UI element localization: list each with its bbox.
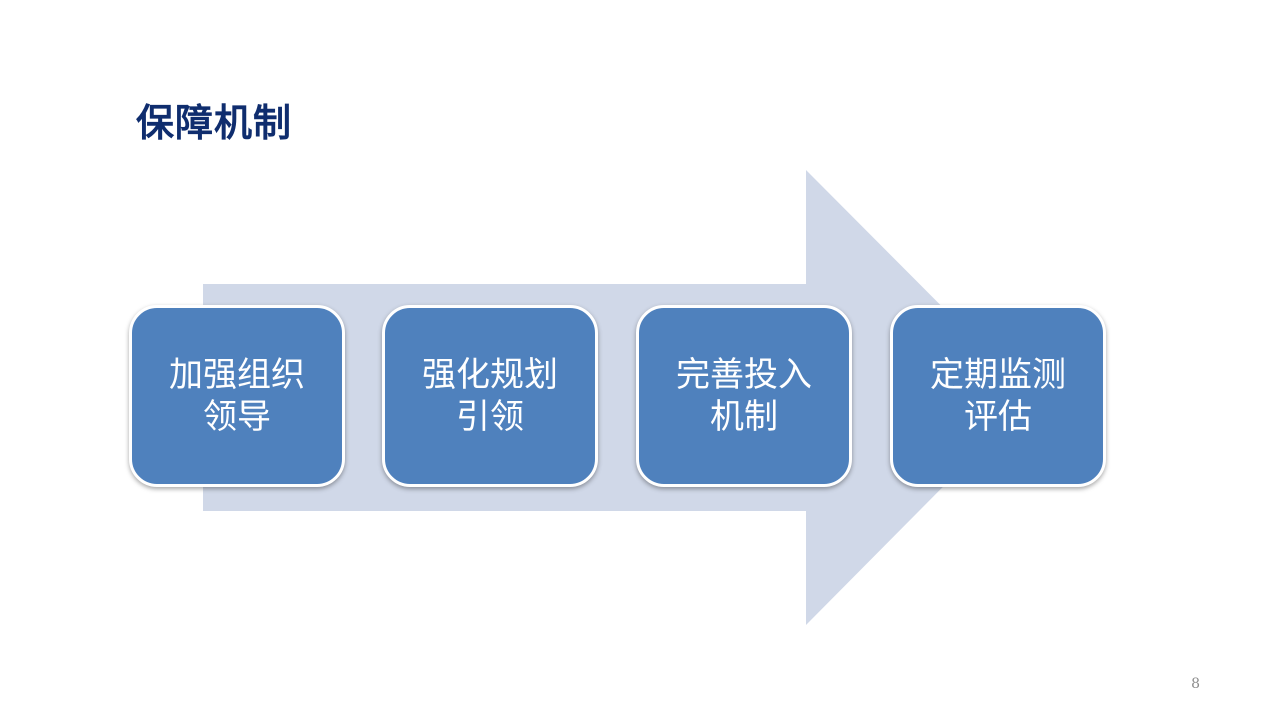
step-label-3: 完善投入机制 <box>676 355 812 437</box>
step-box-2: 强化规划引领 <box>382 305 598 487</box>
step-label-1: 加强组织领导 <box>169 355 305 437</box>
step-box-1: 加强组织领导 <box>129 305 345 487</box>
step-label-2: 强化规划引领 <box>422 355 558 437</box>
step-box-3: 完善投入机制 <box>636 305 852 487</box>
process-arrow-shape <box>203 170 1032 625</box>
step-label-4: 定期监测评估 <box>930 355 1066 437</box>
step-box-4: 定期监测评估 <box>890 305 1106 487</box>
slide-title: 保障机制 <box>136 101 293 145</box>
page-number: 8 <box>1191 676 1200 692</box>
